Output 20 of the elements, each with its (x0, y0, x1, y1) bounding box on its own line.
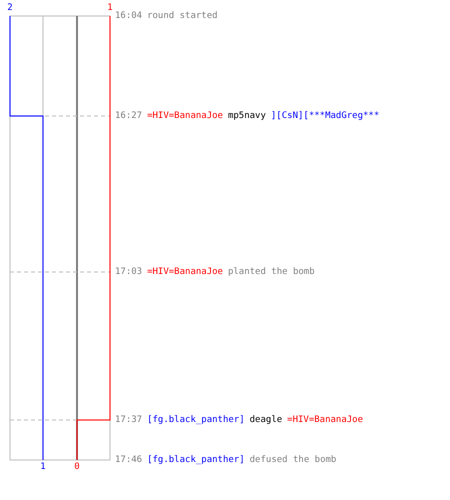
event-text: =HIV=BananaJoe (147, 111, 223, 121)
timestamp: 17:03 (115, 267, 142, 277)
count-label: 1 (107, 3, 113, 13)
event-text: ][CsN][***MadGreg*** (270, 111, 380, 121)
timestamp: 16:04 (115, 11, 142, 21)
count-label: 1 (40, 462, 46, 472)
event-text: =HIV=BananaJoe (287, 415, 364, 425)
timestamp: 17:46 (115, 455, 142, 465)
timestamp: 16:27 (115, 111, 142, 121)
event-text: planted the bomb (228, 267, 315, 277)
event-text: [fg.black_panther] (147, 415, 245, 425)
event-text: deagle (250, 415, 282, 425)
event-text: =HIV=BananaJoe (147, 267, 223, 277)
event-text: defused the bomb (250, 455, 336, 465)
event-text: [fg.black_panther] (147, 455, 245, 465)
count-label: 0 (74, 462, 80, 472)
event-text: round started (147, 11, 218, 21)
count-label: 2 (7, 3, 13, 13)
event-text: mp5navy (228, 111, 266, 121)
timestamp: 17:37 (115, 415, 142, 425)
